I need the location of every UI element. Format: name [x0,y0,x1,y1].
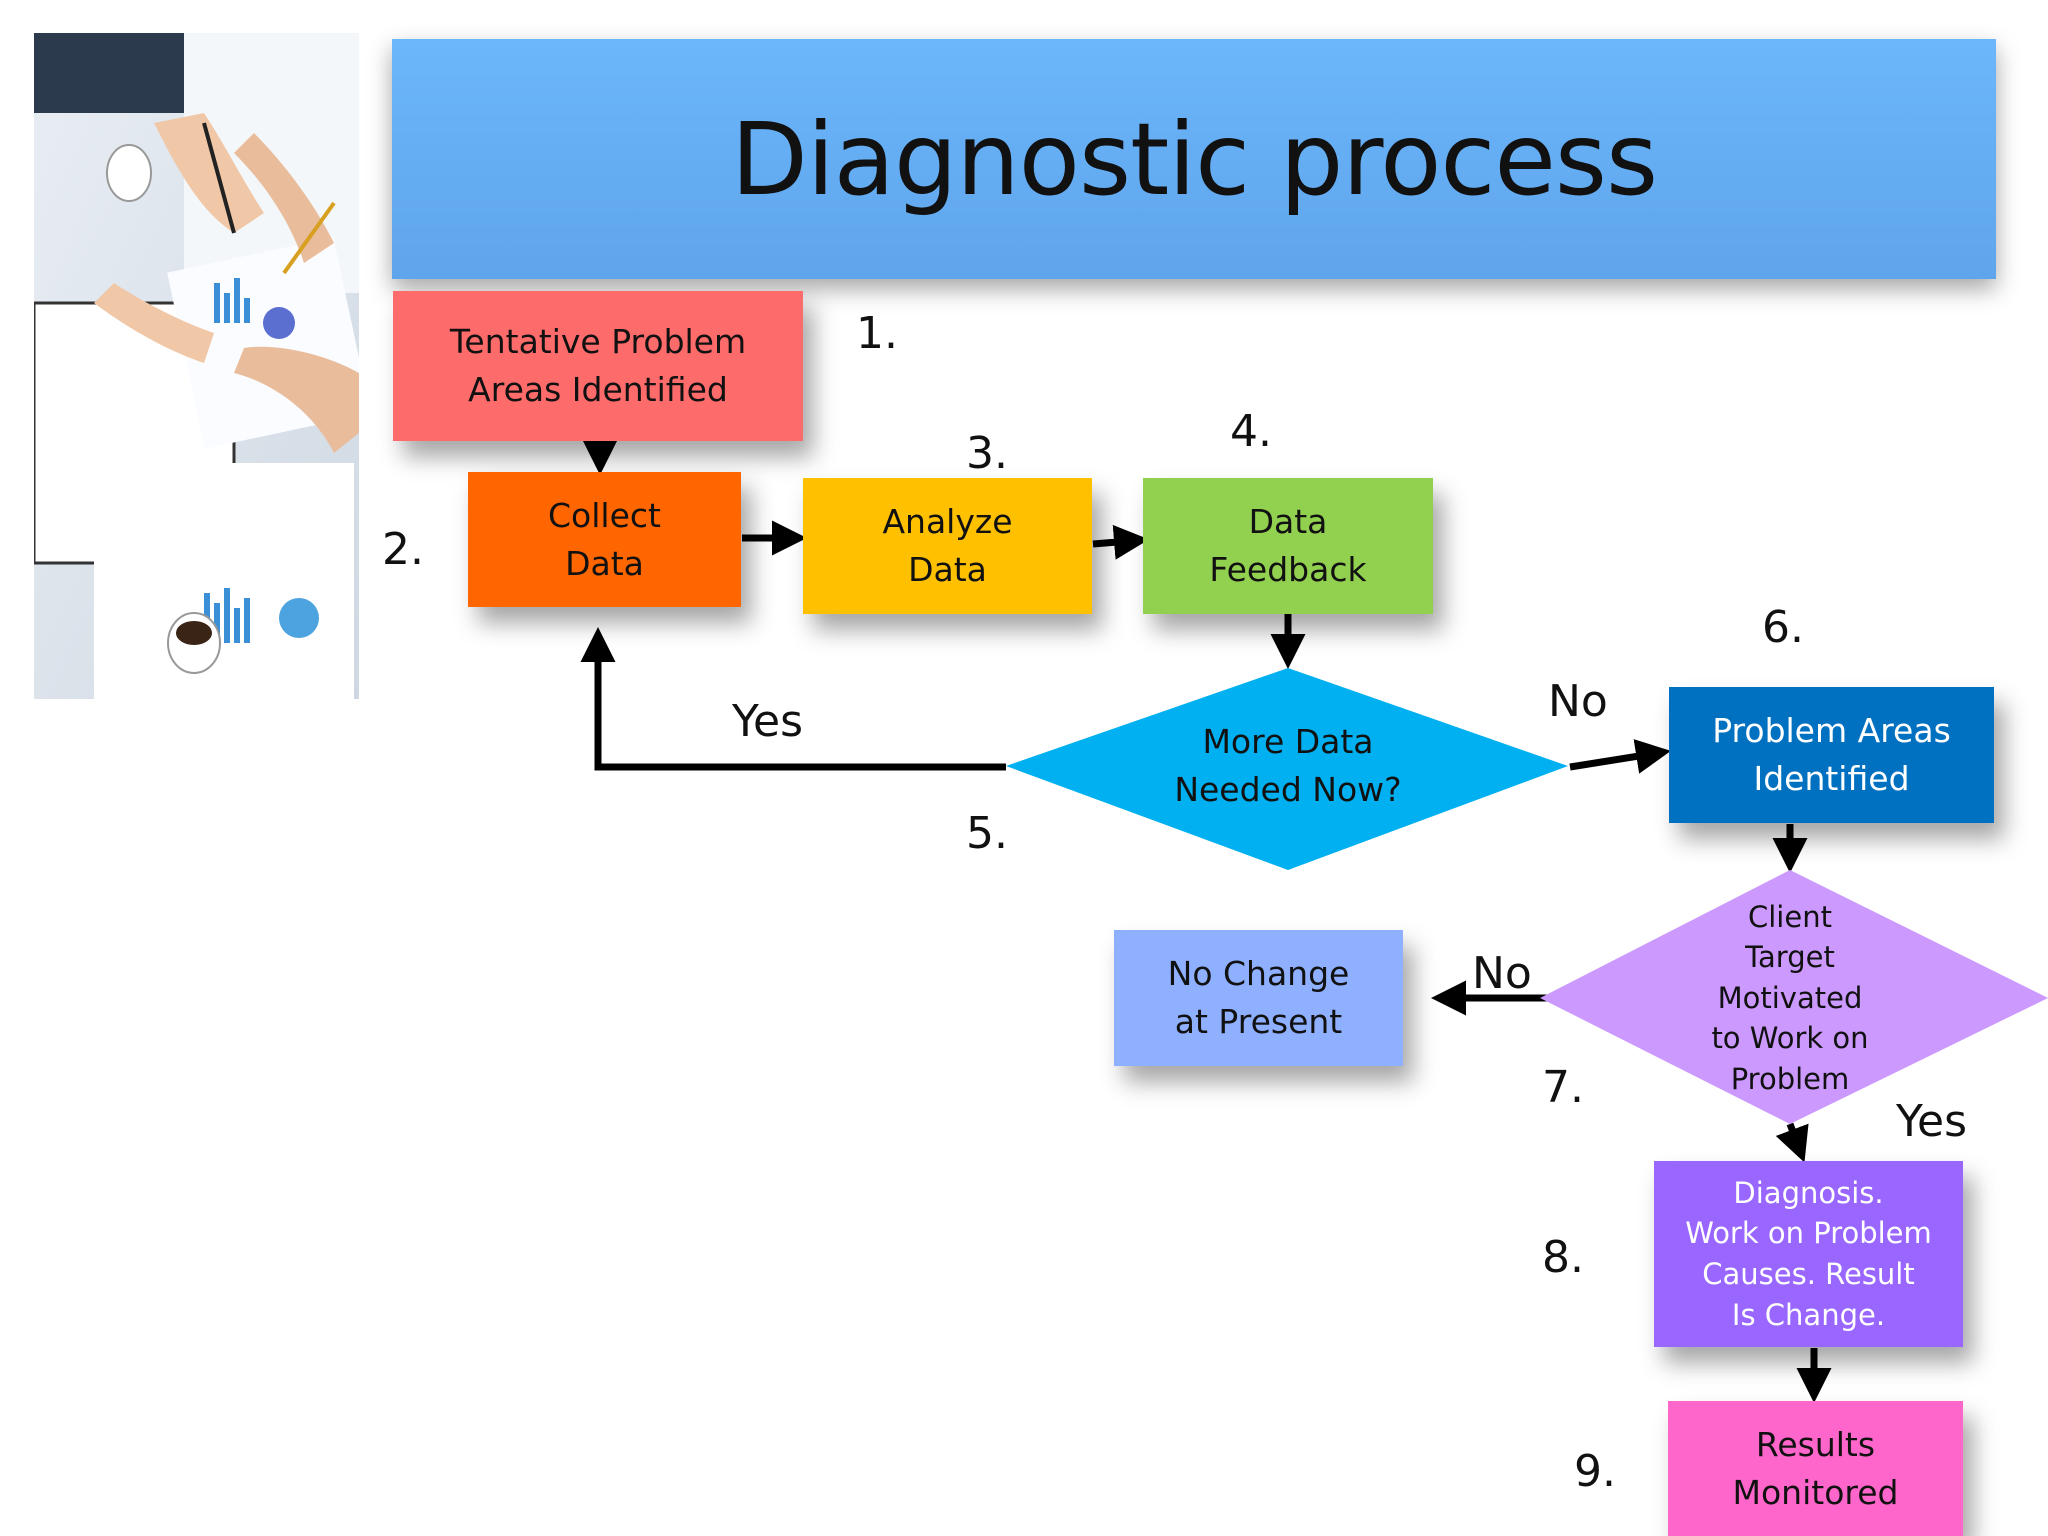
step-number-7: 7. [1542,1062,1584,1113]
step-diagnosis: Diagnosis. Work on Problem Causes. Resul… [1654,1161,1963,1347]
step-number-4: 4. [1230,406,1272,457]
branch-no-more-data: No [1548,676,1608,727]
arrow-yes-to-diagnosis [1775,1122,1809,1163]
arrow-no-to-problem-areas [1569,739,1671,774]
step-analyze-data: Analyze Data [803,478,1092,614]
step-tentative-problem-areas: Tentative Problem Areas Identified [393,291,803,441]
arrow-yes-back-to-collect [580,627,1006,771]
decision-client-target-label: Client Target Motivated to Work on Probl… [1711,899,1869,1096]
step-number-5: 5. [966,808,1008,859]
step-number-6: 6. [1762,602,1804,653]
slide-title: Diagnostic process [730,100,1658,218]
outcome-no-change: No Change at Present [1114,930,1403,1066]
decision-client-target-shape [1540,870,2048,1124]
business-meeting-photo [34,33,359,699]
branch-yes-more-data: Yes [732,696,804,747]
branch-yes-client: Yes [1896,1096,1968,1147]
step-number-8: 8. [1542,1232,1584,1283]
decision-more-data-label: More Data Needed Now? [1174,722,1402,809]
step-results-monitored: Results Monitored [1668,1401,1963,1536]
title-bar: Diagnostic process [392,39,1996,279]
step-problem-areas-identified: Problem Areas Identified [1669,687,1994,823]
step-number-1: 1. [856,308,898,359]
decision-more-data-shape [1006,668,1568,870]
step-number-2: 2. [382,524,424,575]
step-number-3: 3. [966,428,1008,479]
step-collect-data: Collect Data [468,472,741,607]
branch-no-client: No [1472,948,1532,999]
step-data-feedback: Data Feedback [1143,478,1433,614]
step-number-9: 9. [1574,1446,1616,1497]
arrow-analyze-to-feedback [1092,524,1149,560]
